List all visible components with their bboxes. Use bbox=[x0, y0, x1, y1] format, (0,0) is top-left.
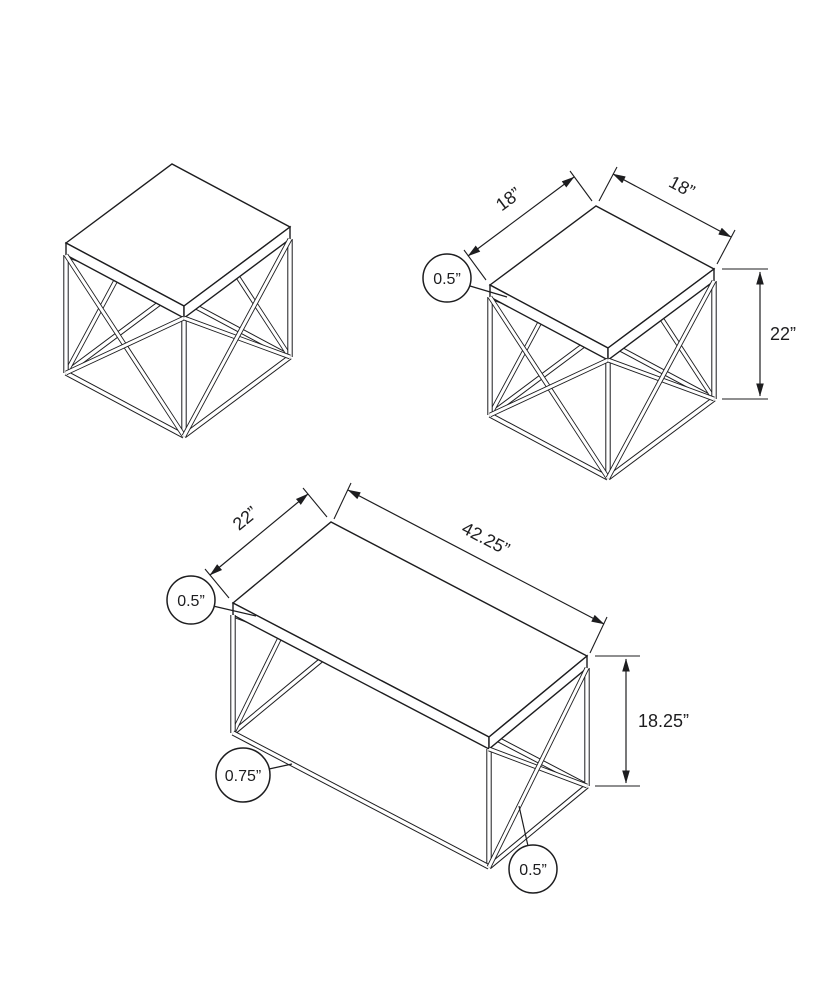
leader-line bbox=[268, 763, 293, 770]
coffee-table-top-thickness-callout: 0.5” bbox=[166, 575, 257, 625]
coffee-table-brace-width-callout: 0.5” bbox=[508, 805, 558, 894]
coffee-table-tabletop bbox=[231, 521, 589, 751]
leader-line bbox=[469, 285, 508, 298]
end-table-plain-view bbox=[63, 163, 293, 439]
end-table-tabletop bbox=[488, 205, 716, 362]
callout-circle bbox=[508, 844, 558, 894]
dimension-line bbox=[347, 489, 605, 625]
coffee-table-frame-width-label: 0.75” bbox=[225, 768, 261, 785]
extension-line bbox=[302, 487, 328, 518]
callout-circle bbox=[215, 747, 271, 803]
extension-line bbox=[716, 229, 736, 265]
coffee-table-depth-label: 22” bbox=[229, 502, 262, 534]
coffee-table-top-thickness-label: 0.5” bbox=[177, 593, 205, 610]
tabletop-face bbox=[488, 205, 716, 349]
extension-line bbox=[204, 568, 230, 599]
coffee-table-length-label: 42.25” bbox=[459, 518, 514, 559]
leader-line bbox=[212, 605, 257, 617]
end-table-width-label: 18” bbox=[666, 172, 698, 202]
extension-line bbox=[333, 482, 352, 520]
end-table-height-label: 22” bbox=[770, 324, 796, 344]
end-table-dimensioned-view: 18” 18” 22” 0.5” bbox=[422, 166, 796, 481]
coffee-table-dimensioned-view: 22” 42.25” 18.25” 0.5” 0.75” 0. bbox=[166, 482, 689, 894]
coffee-table-height-dimension: 18.25” bbox=[595, 655, 689, 787]
extension-line bbox=[569, 170, 593, 202]
coffee-table-frame-width-callout: 0.75” bbox=[215, 747, 293, 803]
dimension-line bbox=[209, 493, 309, 576]
end-table-plain-front-frame bbox=[63, 237, 293, 439]
tabletop-face bbox=[64, 163, 292, 307]
extension-line bbox=[589, 616, 608, 654]
callout-circle bbox=[166, 575, 216, 625]
end-table-depth-label: 18” bbox=[492, 183, 525, 215]
end-table-height-dimension: 22” bbox=[722, 268, 796, 400]
end-table-top-thickness-callout: 0.5” bbox=[422, 253, 508, 303]
coffee-table-front-frame bbox=[230, 615, 590, 870]
end-table-plain-tabletop bbox=[64, 163, 292, 320]
dimension-line bbox=[467, 176, 575, 257]
leader-line bbox=[518, 805, 529, 847]
coffee-table-brace-width-label: 0.5” bbox=[519, 862, 547, 879]
coffee-table-height-label: 18.25” bbox=[638, 711, 689, 731]
callout-circle bbox=[422, 253, 472, 303]
end-table-front-frame bbox=[487, 279, 717, 481]
extension-line bbox=[598, 166, 618, 202]
end-table-top-thickness-label: 0.5” bbox=[433, 271, 461, 288]
dimension-line bbox=[612, 173, 732, 238]
